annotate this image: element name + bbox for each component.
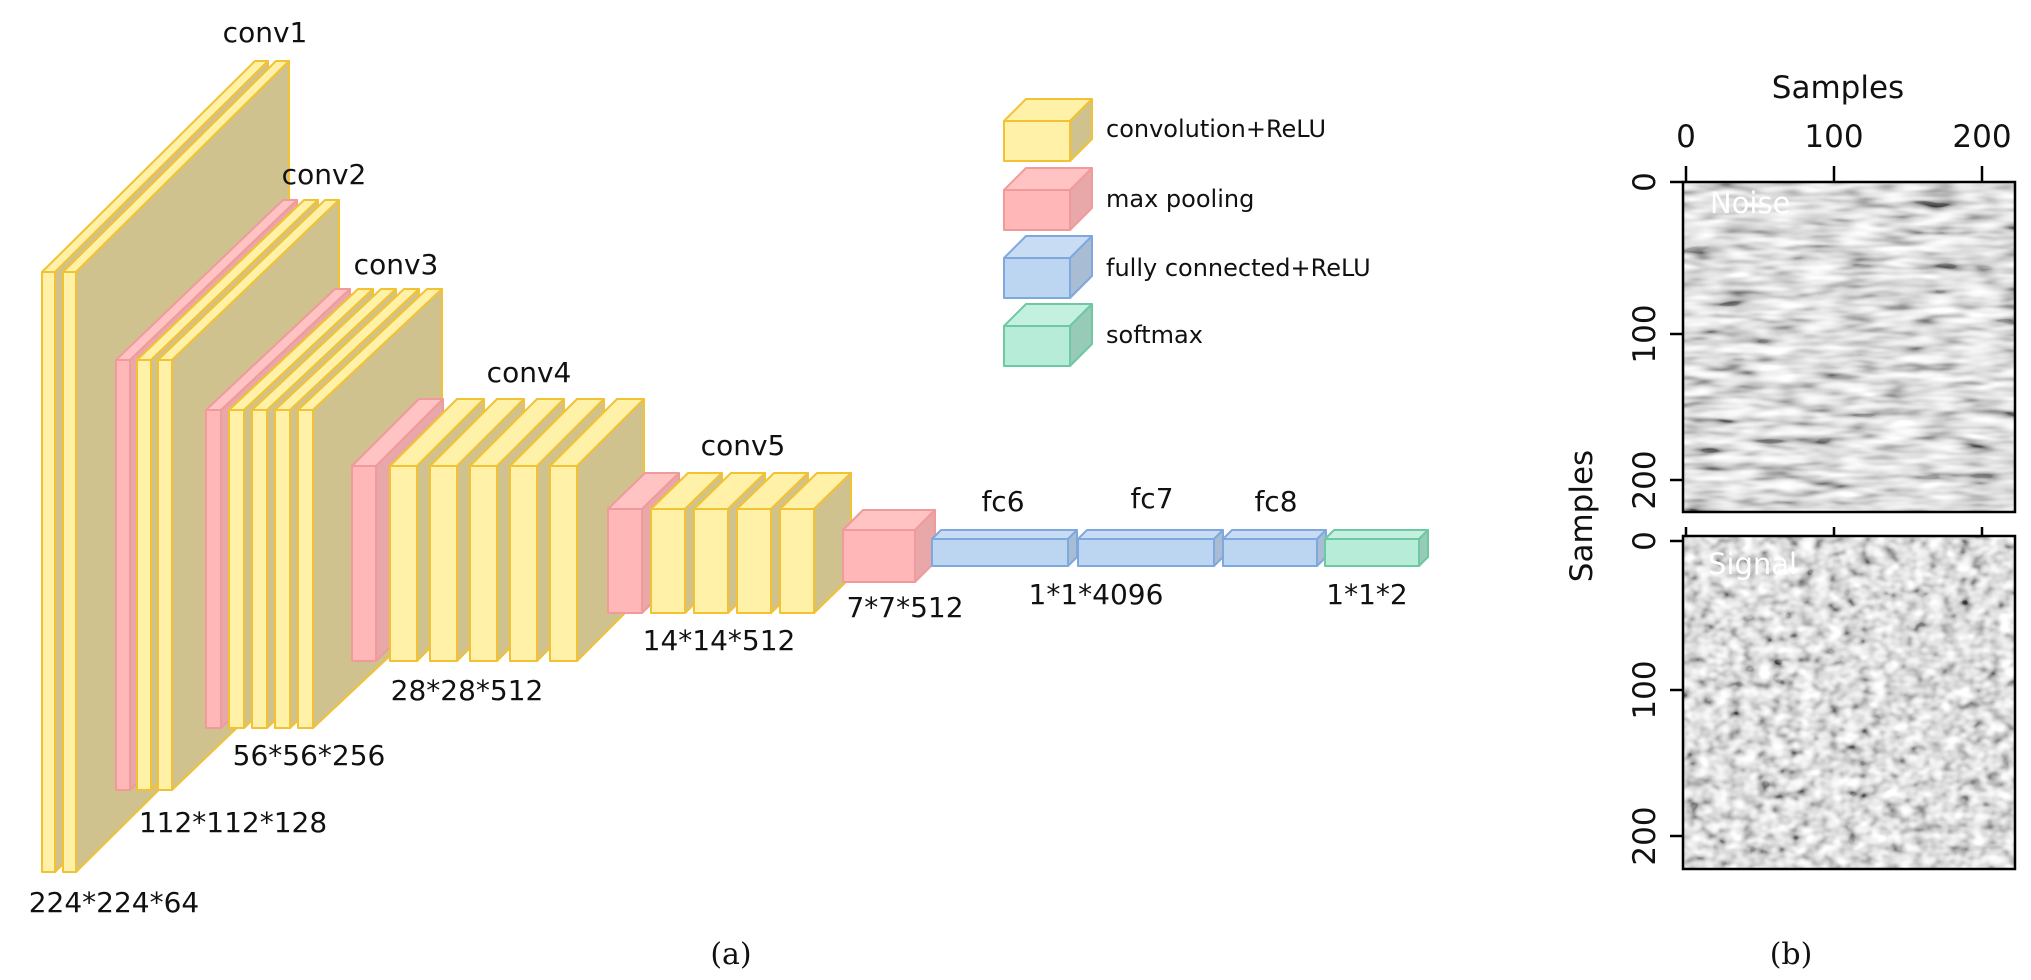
block-label-conv5: conv5 xyxy=(701,429,786,462)
conv1-layer-front xyxy=(62,271,77,873)
legend-icon-fc-front xyxy=(1003,257,1071,299)
legend-icon-fc xyxy=(1003,235,1093,299)
noise-image xyxy=(1683,182,2015,512)
block-label-fc7: fc7 xyxy=(1130,482,1173,515)
conv4-layer-front xyxy=(469,465,498,662)
block-label-fc6: fc6 xyxy=(981,485,1024,518)
block-label-conv1: conv1 xyxy=(223,16,308,49)
y-tick-label: 200 xyxy=(1627,450,1663,509)
pool5-layer-front xyxy=(842,529,916,583)
dim-label-conv1: 224*224*64 xyxy=(29,886,200,919)
legend-icon-conv-front xyxy=(1003,120,1071,162)
pool5-layer xyxy=(842,509,936,583)
conv5-layer-front xyxy=(693,508,729,614)
conv5-layer xyxy=(779,472,852,614)
pool3-layer-front xyxy=(351,465,377,662)
x-axis-title: Samples xyxy=(1772,70,1904,106)
fc6-layer xyxy=(931,529,1078,567)
conv5-layer-front xyxy=(650,508,686,614)
dim-label-fc: 1*1*4096 xyxy=(1029,578,1164,611)
softmax-layer xyxy=(1324,529,1429,567)
conv2-layer-front xyxy=(157,359,173,791)
dimension-labels: 224*224*64 112*112*128 56*56*256 28*28*5… xyxy=(29,578,1408,919)
signal-panel: Signal 0 100 200 xyxy=(1627,531,2017,871)
softmax-layer-top xyxy=(1324,529,1429,540)
pool1-layer-front xyxy=(115,359,131,791)
legend-label-pool: max pooling xyxy=(1106,185,1254,213)
dim-label-softmax: 1*1*2 xyxy=(1326,578,1407,611)
axis-ticks xyxy=(1670,166,1984,838)
conv5-layer-front xyxy=(736,508,772,614)
legend-icon-soft xyxy=(1003,303,1093,367)
conv5-layer-front xyxy=(779,508,815,614)
fc8-layer-front xyxy=(1222,538,1318,567)
block-labels: conv1 conv2 conv3 conv4 conv5 fc6 fc7 fc… xyxy=(223,16,1298,518)
legend-label-fc: fully connected+ReLU xyxy=(1106,254,1371,282)
legend: convolution+ReLU max pooling fully conne… xyxy=(1003,98,1371,367)
y-axis-title: Samples xyxy=(1564,450,1600,582)
y-tick-label: 100 xyxy=(1627,304,1663,363)
conv3-layer-front xyxy=(251,409,268,729)
dim-label-conv2: 112*112*128 xyxy=(139,806,327,839)
legend-icon-soft-front xyxy=(1003,325,1071,367)
noise-frame xyxy=(1681,180,2017,514)
network-diagram xyxy=(41,60,1429,873)
conv1-layer-front xyxy=(41,271,56,873)
fc7-layer-top xyxy=(1077,529,1224,540)
dim-label-conv4: 28*28*512 xyxy=(391,674,544,707)
fc6-layer-front xyxy=(931,538,1069,567)
conv3-layer-front xyxy=(297,409,314,729)
fc7-layer-front xyxy=(1077,538,1215,567)
signal-image xyxy=(1683,536,2015,869)
legend-icon-pool xyxy=(1003,167,1093,231)
fc8-layer xyxy=(1222,529,1327,567)
sample-plots: Samples Samples 0 100 200 Noise 0 100 20… xyxy=(1564,70,2017,871)
noise-panel: Noise 0 100 200 xyxy=(1627,172,2017,514)
legend-label-conv: convolution+ReLU xyxy=(1106,115,1326,143)
softmax-layer-front xyxy=(1324,538,1420,567)
signal-frame xyxy=(1681,534,2017,871)
caption-b: (b) xyxy=(1770,937,1813,972)
legend-icon-pool-front xyxy=(1003,189,1071,231)
caption-a: (a) xyxy=(710,937,751,972)
conv3-layer-front xyxy=(228,409,245,729)
conv3-layer-front xyxy=(274,409,291,729)
dim-label-conv3: 56*56*256 xyxy=(233,739,386,772)
signal-label: Signal xyxy=(1708,547,1797,581)
block-label-conv4: conv4 xyxy=(487,356,572,389)
legend-label-softmax: softmax xyxy=(1106,321,1203,349)
conv4-layer-front xyxy=(509,465,538,662)
conv2-layer-front xyxy=(136,359,152,791)
dim-label-conv5: 14*14*512 xyxy=(643,624,796,657)
y-tick-label: 0 xyxy=(1627,531,1663,551)
y-tick-label: 0 xyxy=(1627,172,1663,192)
conv4-layer-front xyxy=(429,465,458,662)
fc8-layer-top xyxy=(1222,529,1327,540)
x-tick-label: 0 xyxy=(1676,119,1696,155)
block-label-conv2: conv2 xyxy=(282,158,367,191)
dim-label-pool5: 7*7*512 xyxy=(846,591,963,624)
x-tick-label: 100 xyxy=(1804,119,1863,155)
pool2-layer-front xyxy=(205,409,222,729)
fc6-layer-top xyxy=(931,529,1078,540)
conv4-layer-front xyxy=(549,465,578,662)
y-tick-label: 200 xyxy=(1627,806,1663,865)
fc7-layer xyxy=(1077,529,1224,567)
block-label-conv3: conv3 xyxy=(354,248,439,281)
legend-icons xyxy=(1003,98,1093,367)
noise-label: Noise xyxy=(1710,186,1790,220)
block-label-fc8: fc8 xyxy=(1254,485,1297,518)
pool4-layer-front xyxy=(607,508,643,614)
y-tick-label: 100 xyxy=(1627,660,1663,719)
conv4-layer-front xyxy=(389,465,418,662)
x-tick-label: 200 xyxy=(1952,119,2011,155)
legend-icon-conv xyxy=(1003,98,1093,162)
